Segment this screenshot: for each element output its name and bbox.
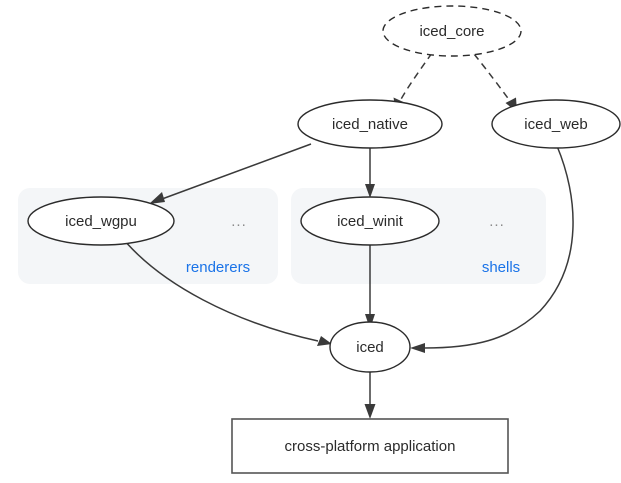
edge-iced-web-to-iced-line (423, 145, 574, 349)
node-iced-wgpu-label: iced_wgpu (65, 213, 137, 230)
node-iced-core[interactable]: iced_core (382, 5, 522, 57)
node-iced-core-label: iced_core (419, 23, 484, 40)
cluster-renderers-label: renderers (186, 259, 250, 276)
node-iced-winit[interactable]: iced_winit (300, 196, 440, 246)
node-cross-platform-application-label: cross-platform application (285, 438, 456, 455)
node-cross-platform-application-shape[interactable] (231, 418, 509, 474)
edge-iced-web-to-iced-arrowhead (410, 343, 425, 353)
cluster-renderers-ellipsis: ... (231, 213, 247, 230)
edge-iced-wgpu-to-iced (123, 239, 332, 346)
edge-iced-core-to-iced-native-line (399, 52, 433, 102)
node-iced-shape[interactable] (329, 321, 411, 373)
cluster-shells-label: shells (482, 259, 520, 276)
node-iced-native-shape[interactable] (297, 99, 443, 149)
node-cross-platform-application[interactable]: cross-platform application (231, 418, 509, 474)
node-iced-web-label: iced_web (524, 116, 587, 133)
node-iced-label: iced (356, 339, 384, 356)
edge-iced-core-to-iced-web (473, 53, 517, 112)
node-iced-native-label: iced_native (332, 116, 408, 133)
edge-iced-native-to-iced-wgpu-line (161, 143, 312, 200)
edge-iced-native-to-iced-wgpu (149, 143, 312, 204)
edge-iced-web-to-iced (410, 145, 574, 353)
edge-iced-core-to-iced-web-line (473, 53, 511, 102)
edge-iced-native-to-iced-winit (365, 148, 375, 198)
edge-iced-wgpu-to-iced-line (123, 239, 319, 342)
node-iced-winit-shape[interactable] (300, 196, 440, 246)
node-iced-web-shape[interactable] (491, 99, 621, 149)
node-iced-web[interactable]: iced_web (491, 99, 621, 149)
node-iced-native[interactable]: iced_native (297, 99, 443, 149)
cluster-shells-ellipsis: ... (489, 213, 505, 230)
node-iced-core-shape[interactable] (382, 5, 522, 57)
node-iced-wgpu[interactable]: iced_wgpu (27, 196, 175, 246)
edge-iced-wgpu-to-iced-arrowhead (317, 336, 332, 346)
edge-iced-to-application (364, 372, 376, 419)
edge-iced-native-to-iced-wgpu-arrowhead (149, 192, 165, 204)
node-iced[interactable]: iced (329, 321, 411, 373)
node-iced-winit-label: iced_winit (337, 213, 404, 230)
edge-iced-native-to-iced-winit-arrowhead (365, 184, 375, 198)
edge-iced-to-application-arrowhead (364, 404, 376, 419)
node-iced-wgpu-shape[interactable] (27, 196, 175, 246)
